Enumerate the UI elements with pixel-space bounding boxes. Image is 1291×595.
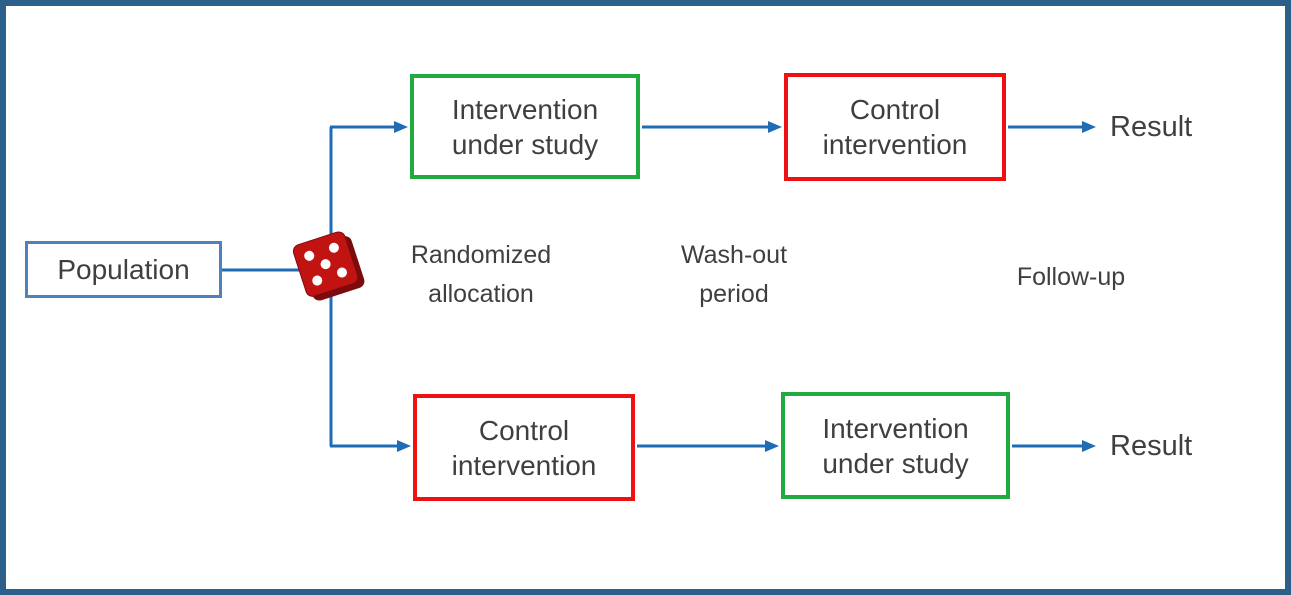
intervention-under-study-box-top: Intervention under study — [410, 74, 640, 179]
result-label-bottom: Result — [1110, 429, 1193, 462]
population-box: Population — [25, 241, 222, 298]
arrows-layer — [222, 121, 1096, 452]
randomized-allocation-label: Randomized allocation — [410, 241, 552, 308]
intervention-under-study-box-bottom: Intervention under study — [781, 392, 1010, 499]
follow-up-label: Follow-up — [1016, 263, 1126, 291]
control-intervention-box-top: Control intervention — [784, 73, 1006, 181]
result-label-top: Result — [1110, 110, 1193, 143]
control-intervention-box-bottom: Control intervention — [413, 394, 635, 501]
dice-icon — [290, 228, 370, 312]
wash-out-period-label: Wash-out period — [680, 241, 788, 308]
